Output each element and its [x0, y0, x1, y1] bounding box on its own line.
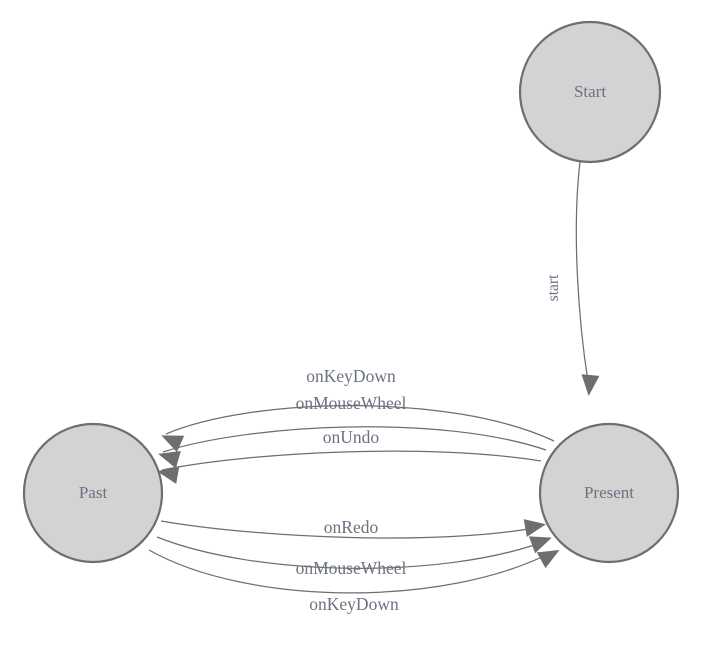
- edge-label-present-past-onmousewheel: onMouseWheel: [296, 393, 407, 413]
- node-present-circle[interactable]: [538, 422, 680, 564]
- arrowhead-into-present-from-start: [581, 374, 600, 396]
- arrowhead-into-past-1: [161, 435, 185, 453]
- node-start[interactable]: Start: [518, 20, 662, 164]
- node-present[interactable]: Present: [538, 422, 680, 564]
- arrowhead-into-past-2: [158, 451, 181, 469]
- edge-start-to-present[interactable]: [575, 161, 590, 389]
- edge-past-to-present-onkeydown[interactable]: [148, 549, 555, 594]
- node-past-circle[interactable]: [22, 422, 164, 564]
- edge-past-to-present-onmousewheel[interactable]: [156, 536, 547, 569]
- edge-labels-layer: start onKeyDown onMouseWheel onUndo onRe…: [296, 274, 562, 614]
- arrowheads-layer: [157, 374, 600, 569]
- edge-label-start: start: [545, 274, 562, 301]
- node-past[interactable]: Past: [22, 422, 164, 564]
- edge-label-past-present-onkeydown: onKeyDown: [309, 594, 399, 614]
- edge-past-to-present-onredo[interactable]: [160, 520, 541, 539]
- node-start-label: Start: [574, 82, 606, 101]
- node-past-label: Past: [79, 483, 108, 502]
- edge-label-present-past-onundo: onUndo: [323, 427, 380, 447]
- edge-present-to-past-onmousewheel[interactable]: [162, 426, 547, 453]
- edge-present-to-past-onundo[interactable]: [161, 450, 542, 471]
- arrowhead-into-present-2: [528, 536, 552, 554]
- arrowhead-into-present-1: [523, 519, 546, 537]
- node-present-label: Present: [584, 483, 634, 502]
- edge-present-to-past-onkeydown[interactable]: [165, 405, 555, 442]
- arrowhead-into-past-3: [157, 466, 180, 484]
- edges-layer: [148, 161, 590, 594]
- arrowhead-into-present-3: [536, 550, 560, 569]
- edge-label-past-present-onmousewheel: onMouseWheel: [296, 558, 407, 578]
- edge-label-present-past-onkeydown: onKeyDown: [306, 366, 396, 386]
- node-start-circle[interactable]: [518, 20, 662, 164]
- edge-label-past-present-onredo: onRedo: [324, 517, 379, 537]
